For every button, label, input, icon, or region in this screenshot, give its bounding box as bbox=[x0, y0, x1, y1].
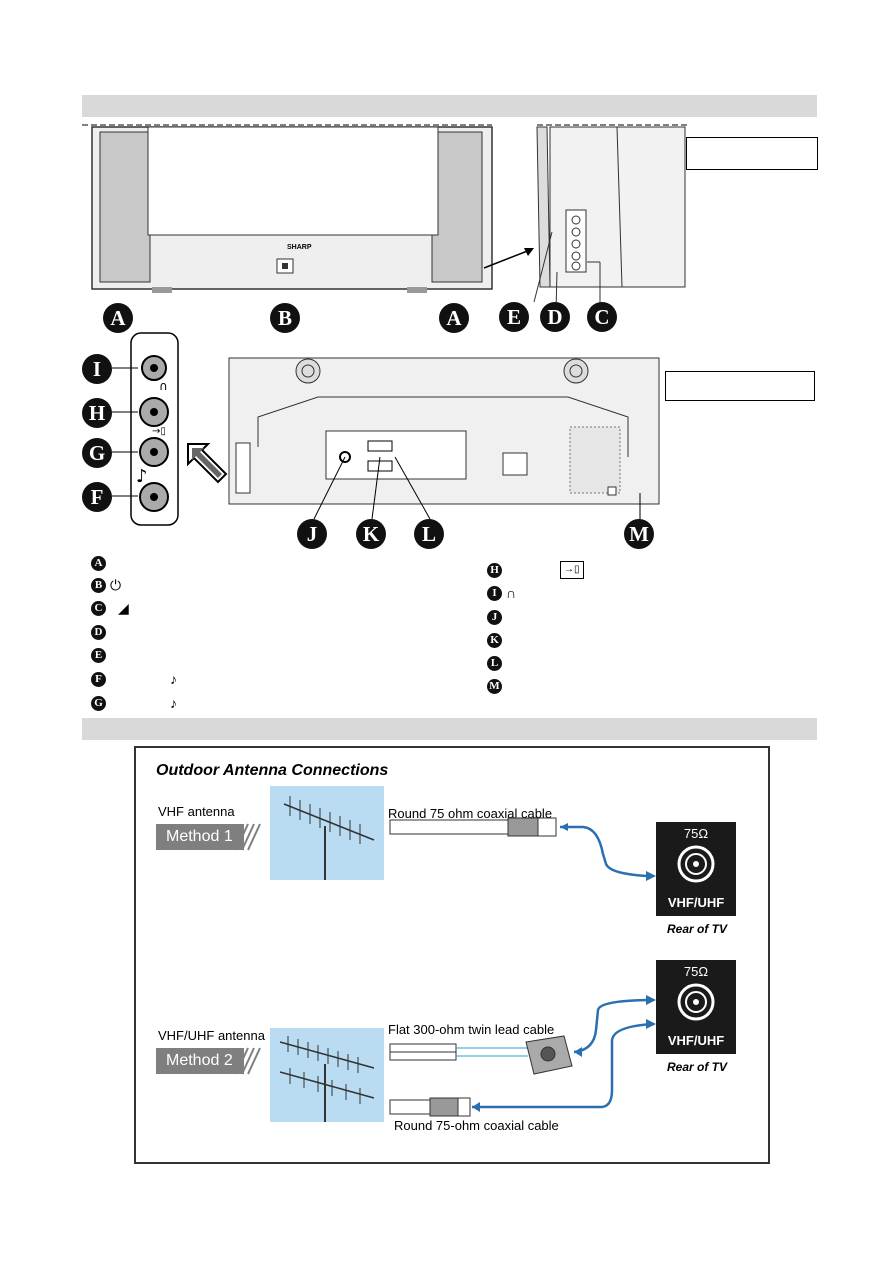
coax-cable-label: Round 75 ohm coaxial cable bbox=[388, 806, 553, 821]
coax-port-icon bbox=[677, 845, 715, 883]
callout-k: K bbox=[356, 519, 386, 549]
twin-lead-drawing bbox=[389, 995, 656, 1117]
callout-h: H bbox=[82, 398, 112, 428]
legend-item: E bbox=[91, 647, 110, 663]
legend-item: B ⏻ bbox=[91, 577, 121, 593]
legend-letter: H bbox=[487, 562, 502, 578]
legend-item: G ♪ bbox=[91, 695, 177, 711]
legend-item: A bbox=[91, 555, 110, 571]
vhf-uhf-antenna-image bbox=[270, 1028, 384, 1122]
legend-item: F ♪ bbox=[91, 671, 177, 687]
volume-icon: ◢ bbox=[118, 600, 129, 616]
callout-a: A bbox=[439, 303, 469, 333]
hatch-icon bbox=[235, 1047, 261, 1075]
brand-logo: SHARP bbox=[287, 244, 312, 251]
callout-i: I bbox=[82, 354, 112, 384]
big-arrow-icon bbox=[187, 443, 228, 484]
callout-c: C bbox=[587, 302, 617, 332]
rear-leader-lines bbox=[313, 456, 641, 520]
legend-letter: B bbox=[91, 577, 106, 593]
antenna-icon bbox=[279, 1036, 375, 1122]
callout-e: E bbox=[499, 302, 529, 332]
rear-of-tv-label: Rear of TV bbox=[667, 922, 728, 936]
callout-j: J bbox=[297, 519, 327, 549]
label-box bbox=[665, 371, 815, 401]
rear-of-tv-label: Rear of TV bbox=[667, 1060, 728, 1074]
legend-item: C ◢ bbox=[91, 600, 129, 616]
method-2-badge: Method 2 bbox=[156, 1048, 244, 1074]
antenna-icon bbox=[283, 796, 375, 880]
port-impedance: 75Ω bbox=[683, 826, 709, 841]
legend-letter: K bbox=[487, 632, 502, 648]
svg-text:♪: ♪ bbox=[136, 466, 148, 487]
legend-letter: M bbox=[487, 678, 502, 694]
vhf-antenna-image bbox=[270, 786, 384, 880]
vhf-antenna-label: VHF antenna bbox=[158, 804, 235, 819]
label-box bbox=[686, 137, 818, 170]
callout-leader-lines bbox=[112, 367, 138, 497]
callout-l: L bbox=[414, 519, 444, 549]
legend-letter: A bbox=[91, 555, 106, 571]
legend-letter: I bbox=[487, 585, 502, 601]
twin-lead-cable-label: Flat 300-ohm twin lead cable bbox=[388, 1022, 555, 1037]
music-note-icon: ♪ bbox=[170, 671, 177, 687]
tv-front-side-drawing: SHARP bbox=[82, 124, 687, 302]
vhf-uhf-port-panel: 75Ω VHF/UHF bbox=[656, 960, 736, 1054]
port-label: VHF/UHF bbox=[667, 1033, 725, 1048]
antenna-diagram-frame: Outdoor Antenna Connections VHF antenna … bbox=[134, 746, 770, 1164]
legend-letter: C bbox=[91, 600, 106, 616]
coax-port-icon bbox=[677, 983, 715, 1021]
callout-m: M bbox=[624, 519, 654, 549]
svg-text:∩: ∩ bbox=[159, 379, 168, 393]
legend-letter: J bbox=[487, 609, 502, 625]
section-header-bar bbox=[82, 95, 817, 117]
vhf-uhf-antenna-label: VHF/UHF antenna bbox=[158, 1028, 265, 1043]
antenna-diagram-title: Outdoor Antenna Connections bbox=[156, 762, 389, 779]
callout-f: F bbox=[82, 482, 112, 512]
callout-d: D bbox=[540, 302, 570, 332]
legend-item: L bbox=[487, 655, 506, 671]
headphone-icon: ∩ bbox=[506, 585, 517, 601]
legend-item: J bbox=[487, 609, 506, 625]
callout-a: A bbox=[103, 303, 133, 333]
method-1-badge: Method 1 bbox=[156, 824, 244, 850]
power-icon: ⏻ bbox=[110, 577, 122, 593]
side-jack-panel: ∩ →▯ ♪ bbox=[130, 332, 179, 526]
legend-item: K bbox=[487, 632, 506, 648]
legend-letter: F bbox=[91, 671, 106, 687]
callout-g: G bbox=[82, 438, 112, 468]
legend-letter: D bbox=[91, 624, 106, 640]
vhf-uhf-port-panel: 75Ω VHF/UHF bbox=[656, 822, 736, 916]
legend-item: H →▯ bbox=[487, 561, 584, 579]
legend-item: M bbox=[487, 678, 506, 694]
callout-b: B bbox=[270, 303, 300, 333]
coax-cable-drawing bbox=[389, 817, 656, 881]
hatch-icon bbox=[235, 823, 261, 851]
svg-text:→▯: →▯ bbox=[152, 426, 166, 437]
port-impedance: 75Ω bbox=[683, 964, 709, 979]
input-icon: →▯ bbox=[560, 561, 584, 579]
music-note-icon: ♪ bbox=[170, 695, 177, 711]
legend-letter: E bbox=[91, 647, 106, 663]
section-header-bar bbox=[82, 718, 817, 740]
tv-rear-drawing bbox=[228, 357, 660, 505]
port-label: VHF/UHF bbox=[667, 895, 725, 910]
legend-letter: G bbox=[91, 695, 106, 711]
legend-item: D bbox=[91, 624, 110, 640]
legend-item: I ∩ bbox=[487, 585, 516, 601]
legend-letter: L bbox=[487, 655, 502, 671]
coax-cable-label: Round 75-ohm coaxial cable bbox=[394, 1118, 559, 1133]
